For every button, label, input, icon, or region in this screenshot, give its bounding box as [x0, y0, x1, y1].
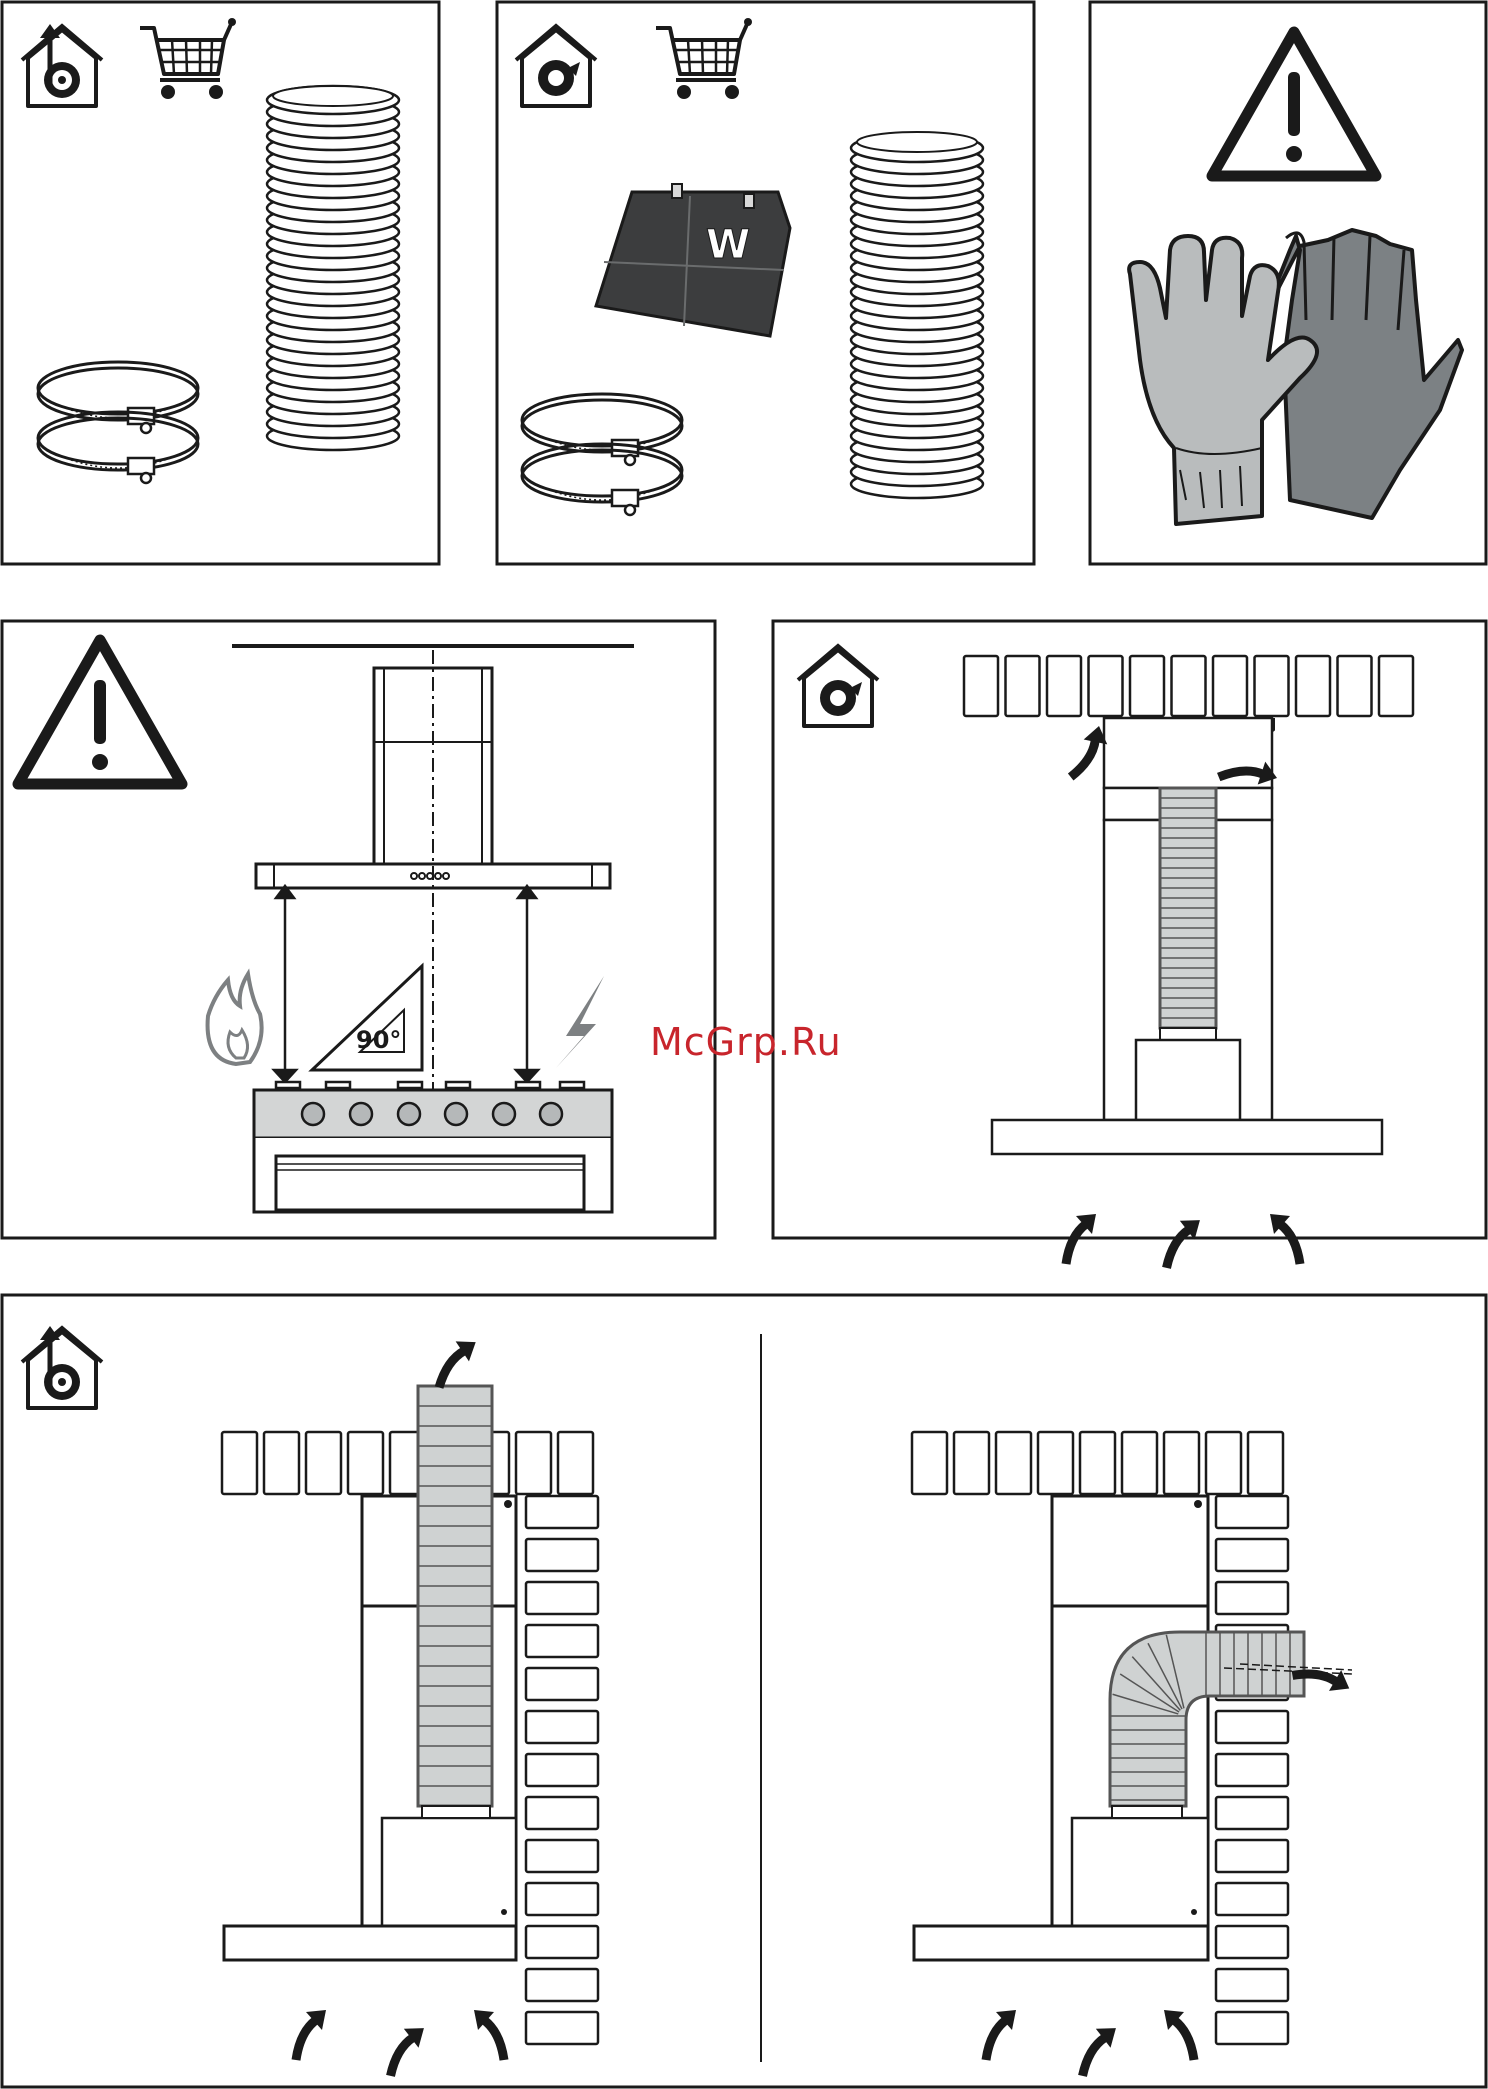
- motor-unit: [1136, 1040, 1240, 1120]
- flexible-duct: [851, 132, 983, 498]
- brick: [1047, 656, 1081, 716]
- duct-opening: [273, 86, 393, 106]
- brick: [1080, 1432, 1115, 1494]
- brick: [1122, 1432, 1157, 1494]
- brick: [1216, 1711, 1288, 1743]
- brick: [1089, 656, 1123, 716]
- brick: [1216, 1539, 1288, 1571]
- brick: [1216, 1969, 1288, 2001]
- cooker: [254, 1082, 612, 1212]
- brick: [1216, 1883, 1288, 1915]
- brick: [526, 1883, 598, 1915]
- brick: [1164, 1432, 1199, 1494]
- filter-mark: W: [706, 222, 750, 268]
- angle-label: 90°: [356, 1026, 401, 1054]
- brick: [1338, 656, 1372, 716]
- brick: [996, 1432, 1031, 1494]
- panel-recirculation-kit: W: [497, 2, 1034, 564]
- duct-opening: [857, 132, 977, 152]
- brick: [1255, 656, 1289, 716]
- brick: [1216, 1797, 1288, 1829]
- panel-height-check: 90°: [2, 621, 715, 1238]
- brick: [348, 1432, 383, 1494]
- panel-recirculation-install: [773, 621, 1486, 1270]
- brick: [1213, 656, 1247, 716]
- brick: [526, 1582, 598, 1614]
- brick: [306, 1432, 341, 1494]
- brick: [1296, 656, 1330, 716]
- brick: [912, 1432, 947, 1494]
- brick: [1206, 1432, 1241, 1494]
- brick: [1216, 1582, 1288, 1614]
- brick: [1379, 656, 1413, 716]
- panel-exhaust-kit: [2, 2, 439, 564]
- brick: [526, 1797, 598, 1829]
- brick: [1130, 656, 1164, 716]
- flexible-duct: [1160, 788, 1216, 1040]
- brick: [1038, 1432, 1073, 1494]
- brick: [222, 1432, 257, 1494]
- panel-safety-gloves: [1090, 2, 1486, 564]
- brick: [526, 1754, 598, 1786]
- brick: [526, 1668, 598, 1700]
- brick: [1216, 1840, 1288, 1872]
- brick: [264, 1432, 299, 1494]
- brick: [526, 1711, 598, 1743]
- flexible-duct: [418, 1386, 492, 1806]
- brick: [1216, 1926, 1288, 1958]
- watermark: McGrp.Ru: [650, 1020, 842, 1064]
- ceiling-bricks: [964, 656, 1413, 716]
- brick: [954, 1432, 989, 1494]
- brick: [1216, 2012, 1288, 2044]
- flexible-duct: [267, 86, 399, 450]
- brick: [526, 1969, 598, 2001]
- brick: [964, 656, 998, 716]
- hood-canopy: [992, 1120, 1382, 1154]
- brick: [1006, 656, 1040, 716]
- brick: [1216, 1496, 1288, 1528]
- brick: [526, 1496, 598, 1528]
- brick: [1248, 1432, 1283, 1494]
- brick: [526, 1625, 598, 1657]
- duct-collar: [1160, 1028, 1216, 1040]
- brick: [526, 1926, 598, 1958]
- brick: [558, 1432, 593, 1494]
- brick: [516, 1432, 551, 1494]
- brick: [526, 1539, 598, 1571]
- brick: [1172, 656, 1206, 716]
- brick: [526, 2012, 598, 2044]
- duct-body: [418, 1386, 492, 1806]
- brick: [1216, 1754, 1288, 1786]
- panel-exhaust-install: [2, 1295, 1486, 2087]
- brick: [526, 1840, 598, 1872]
